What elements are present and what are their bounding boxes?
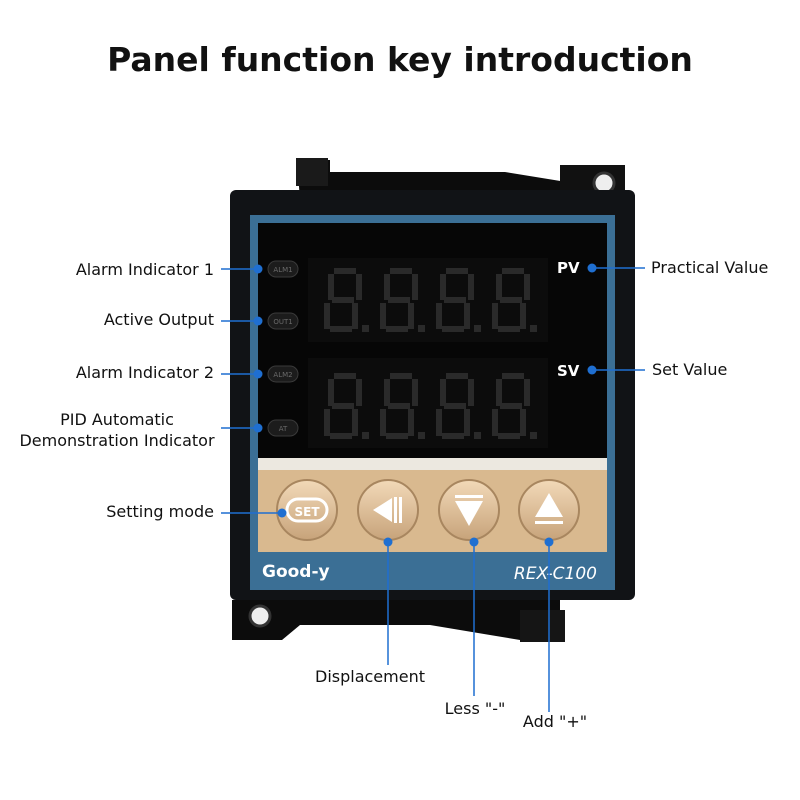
callout-line-set (221, 508, 287, 518)
model-label: REX-C100 (514, 564, 597, 584)
indicator-label: ALM1 (273, 266, 292, 274)
pv-label: PV (557, 259, 580, 277)
sv-digit (436, 373, 481, 439)
callout-displacement: Displacement (315, 667, 425, 686)
indicator-led-at: AT (267, 419, 299, 437)
sv-digit (492, 373, 537, 439)
shift-left-icon (373, 498, 392, 522)
sv-label: SV (557, 362, 580, 380)
callout-less: Less "-" (444, 699, 506, 718)
callout-active-output: Active Output (103, 310, 214, 329)
set-button[interactable]: SET (276, 479, 338, 541)
callout-line-sv (587, 365, 645, 375)
indicator-led-out1: OUT1 (267, 312, 299, 330)
callout-practical-value: Practical Value (651, 258, 769, 277)
sv-digit (324, 373, 369, 439)
callout-alarm-indicator-2: Alarm Indicator 2 (75, 363, 214, 382)
displacement-button[interactable] (357, 479, 419, 541)
callout-line-alarm2 (221, 369, 263, 379)
indicator-label: OUT1 (273, 318, 292, 326)
brand-label: Good-y (262, 562, 330, 582)
page-title: Panel function key introduction (107, 40, 693, 79)
callout-alarm-indicator-1: Alarm Indicator 1 (75, 260, 214, 279)
sv-digit (380, 373, 425, 439)
pv-digit (324, 268, 369, 332)
callout-line-add (544, 537, 554, 712)
callout-pid-line-1: PID Automatic (60, 410, 174, 429)
callout-line-at (221, 423, 263, 433)
callout-set-value: Set Value (652, 360, 728, 379)
indicator-label: ALM2 (273, 371, 292, 379)
callout-line-displacement (383, 537, 393, 665)
pv-digit (492, 268, 537, 332)
callout-line-less (469, 537, 479, 696)
callout-line-pv (587, 263, 645, 273)
callout-setting-mode: Setting mode (106, 502, 214, 521)
down-arrow-icon (455, 501, 483, 526)
set-key-label: SET (294, 505, 320, 519)
indicator-led-alm1: ALM1 (267, 260, 299, 278)
bottom-mounting-clip (232, 600, 565, 642)
pv-digit (436, 268, 481, 332)
pv-digit (380, 268, 425, 332)
indicator-led-alm2: ALM2 (267, 365, 299, 383)
up-button[interactable] (518, 479, 580, 541)
callout-line-alarm1 (221, 264, 263, 274)
up-arrow-icon (535, 493, 563, 517)
callout-add: Add "+" (522, 712, 588, 731)
callout-pid-line-2: Demonstration Indicator (19, 431, 215, 450)
indicator-label: AT (279, 425, 288, 433)
callout-line-out1 (221, 316, 263, 326)
screw-icon (248, 604, 272, 628)
down-button[interactable] (438, 479, 500, 541)
